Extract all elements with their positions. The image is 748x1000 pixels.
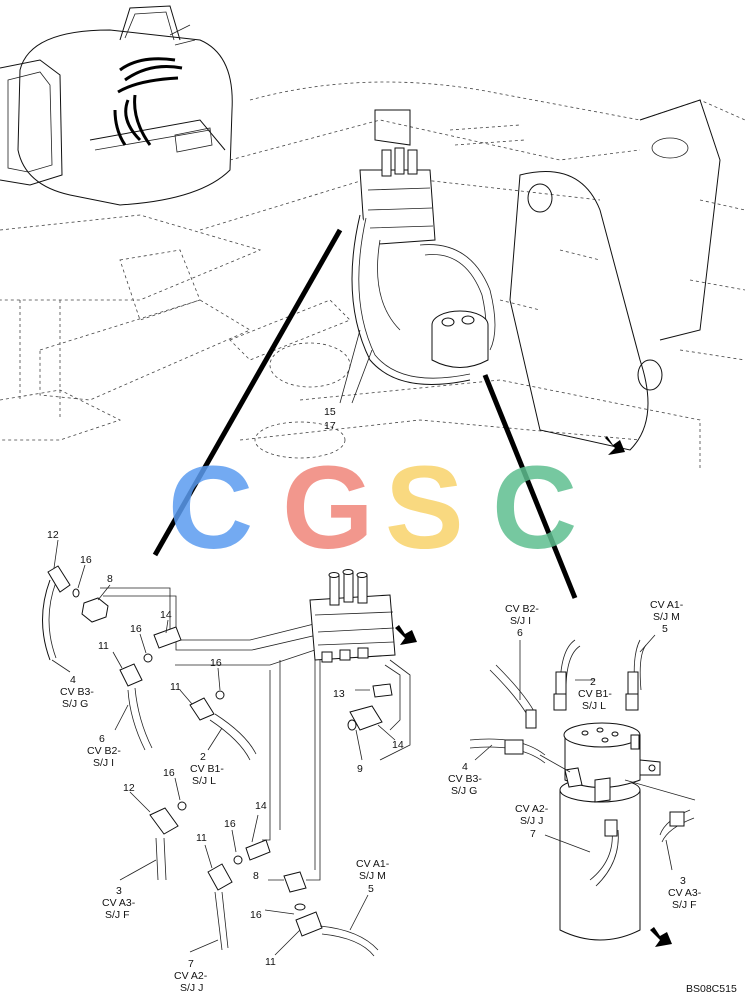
- label-r7-code1: CV A2-: [515, 803, 549, 815]
- label-7-code2: S/J J: [180, 982, 203, 994]
- label-5: 5: [368, 883, 374, 895]
- leader-line-right: [482, 374, 578, 599]
- label-11b: 11: [170, 681, 181, 693]
- swivel-joint-view: [469, 634, 696, 947]
- label-4-code1: CV B3-: [60, 686, 94, 698]
- label-6-code2: S/J I: [93, 757, 114, 769]
- label-7: 7: [188, 958, 194, 970]
- watermark-letter-4: C: [492, 442, 577, 574]
- label-r6-code2: S/J I: [510, 615, 531, 627]
- label-14b: 14: [392, 739, 404, 751]
- figure-code: BS08C515: [686, 983, 737, 995]
- label-14c: 14: [255, 800, 267, 812]
- label-r3-code2: S/J F: [672, 899, 697, 911]
- label-13: 13: [333, 688, 345, 700]
- label-5-code1: CV A1-: [356, 858, 390, 870]
- label-r6-code1: CV B2-: [505, 603, 539, 615]
- label-6-code1: CV B2-: [87, 745, 121, 757]
- label-r2-code1: CV B1-: [578, 688, 612, 700]
- label-3: 3: [116, 885, 122, 897]
- label-r5-code1: CV A1-: [650, 599, 684, 611]
- watermark-logo: C G S C: [168, 442, 577, 574]
- leader-line-left: [152, 228, 343, 557]
- watermark-letter-2: G: [282, 442, 374, 574]
- label-16c: 16: [210, 657, 222, 669]
- label-16e: 16: [224, 818, 236, 830]
- label-r4: 4: [462, 761, 468, 773]
- label-7-code1: CV A2-: [174, 970, 208, 982]
- label-11a: 11: [98, 640, 109, 652]
- label-8a: 8: [107, 573, 113, 585]
- label-2-code2: S/J L: [192, 775, 216, 787]
- label-8b: 8: [253, 870, 259, 882]
- label-2-code1: CV B1-: [190, 763, 224, 775]
- label-4: 4: [70, 674, 76, 686]
- label-16d: 16: [163, 767, 175, 779]
- label-16b: 16: [130, 623, 142, 635]
- label-r5-code2: S/J M: [653, 611, 680, 623]
- callout-17: 17: [324, 420, 336, 432]
- label-5-code2: S/J M: [359, 870, 386, 882]
- label-r7: 7: [530, 828, 536, 840]
- label-11c: 11: [196, 832, 207, 844]
- labels-right: CV B2- S/J I 6 CV A1- S/J M 5 2 CV B1- S…: [448, 599, 702, 911]
- label-4-code2: S/J G: [62, 698, 88, 710]
- label-r7-code2: S/J J: [520, 815, 543, 827]
- label-12a: 12: [47, 529, 59, 541]
- chassis-drawing: [0, 81, 746, 470]
- label-r5: 5: [662, 623, 668, 635]
- label-r4-code2: S/J G: [451, 785, 477, 797]
- exploded-view-left: [42, 539, 417, 957]
- label-16a: 16: [80, 554, 92, 566]
- label-3-code2: S/J F: [105, 909, 130, 921]
- label-2: 2: [200, 751, 206, 763]
- label-16f: 16: [250, 909, 262, 921]
- label-r3: 3: [680, 875, 686, 887]
- labels-left: 12 16 8 14 16 11 4 CV B3- S/J G 16 11 6 …: [47, 529, 404, 994]
- machine-inset: [0, 5, 233, 206]
- label-r6: 6: [517, 627, 523, 639]
- label-r2-code2: S/J L: [582, 700, 606, 712]
- label-6: 6: [99, 733, 105, 745]
- label-9: 9: [357, 763, 363, 775]
- label-3-code1: CV A3-: [102, 897, 136, 909]
- label-11d: 11: [265, 956, 276, 968]
- watermark-letter-3: S: [385, 442, 464, 574]
- watermark-letter-1: C: [168, 442, 253, 574]
- label-r4-code1: CV B3-: [448, 773, 482, 785]
- label-r2: 2: [590, 676, 596, 688]
- label-12b: 12: [123, 782, 135, 794]
- callout-15: 15: [324, 406, 336, 418]
- label-14a: 14: [160, 609, 172, 621]
- label-r3-code1: CV A3-: [668, 887, 702, 899]
